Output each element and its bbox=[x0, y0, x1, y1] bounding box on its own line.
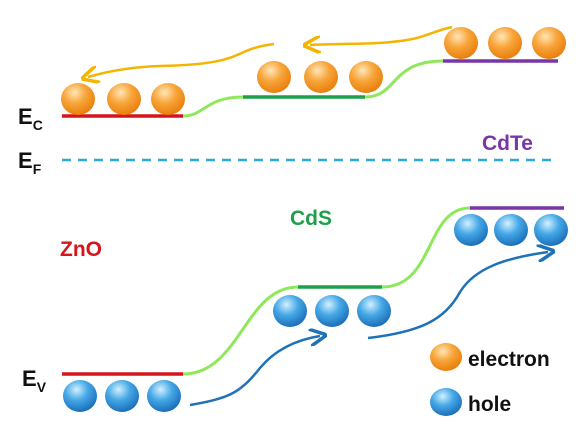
electron-particle bbox=[444, 27, 478, 59]
hole-particle bbox=[315, 295, 349, 327]
ef-label: EF bbox=[18, 148, 42, 177]
ev-label: EV bbox=[22, 366, 47, 395]
legend: electron hole bbox=[430, 343, 550, 416]
electron-transfer-arrow-cdte-cds bbox=[310, 25, 453, 45]
electron-transfer-arrow-cds-zno bbox=[88, 42, 275, 77]
zno-label: ZnO bbox=[60, 238, 102, 261]
ec-label: EC bbox=[18, 104, 43, 133]
hole-particle bbox=[357, 295, 391, 327]
electron-particle bbox=[532, 27, 566, 59]
cb-connector-zno-cds bbox=[182, 95, 244, 118]
cds-label: CdS bbox=[290, 207, 332, 230]
hole-particle bbox=[454, 214, 488, 246]
vb-connector-zno-cds bbox=[182, 285, 299, 376]
hole-particle bbox=[534, 214, 568, 246]
hole-transfer-arrow-zno-cds bbox=[189, 336, 320, 407]
legend-hole-icon bbox=[430, 388, 462, 416]
hole-particle bbox=[105, 380, 139, 412]
hole-particle bbox=[63, 380, 97, 412]
electron-particle bbox=[304, 61, 338, 93]
cdte-label: CdTe bbox=[482, 132, 533, 155]
electron-particle bbox=[349, 61, 383, 93]
legend-electron-label: electron bbox=[468, 348, 550, 371]
legend-hole-label: hole bbox=[468, 393, 511, 416]
electron-particle bbox=[257, 61, 291, 93]
vb-connector-cds-cdte bbox=[381, 206, 471, 289]
electron-particle bbox=[107, 83, 141, 115]
hole-particle bbox=[494, 214, 528, 246]
hole-particle bbox=[147, 380, 181, 412]
cb-connector-cds-cdte bbox=[364, 59, 444, 99]
legend-electron-icon bbox=[430, 343, 462, 371]
electron-particle bbox=[488, 27, 522, 59]
hole-transfer-arrow-cds-cdte bbox=[367, 252, 548, 340]
electron-particle bbox=[61, 83, 95, 115]
hole-particle bbox=[273, 295, 307, 327]
electron-particle bbox=[151, 83, 185, 115]
